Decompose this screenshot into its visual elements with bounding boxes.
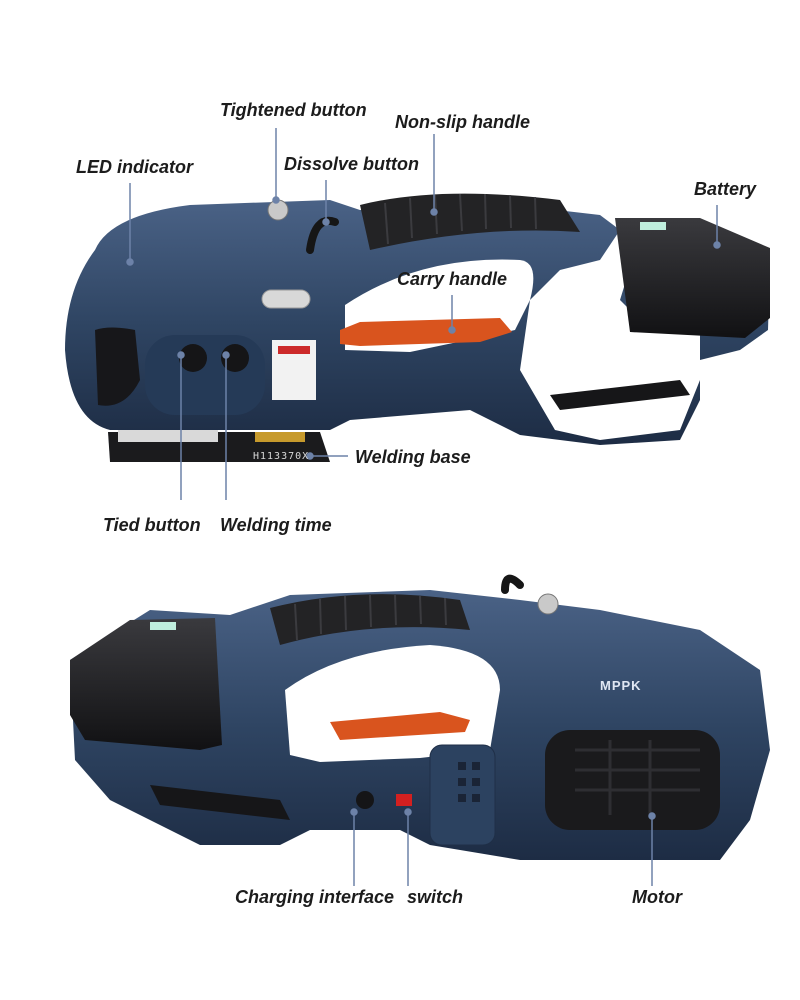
label-tied-button: Tied button <box>103 515 201 535</box>
top-product-view: H113370X Tightened button Non-slip handl… <box>65 100 770 535</box>
label-non-slip-handle: Non-slip handle <box>395 112 530 132</box>
strapping-tool-illustration-top <box>65 128 770 500</box>
callout-leaders <box>126 128 721 500</box>
callout-leaders-bottom <box>350 808 656 886</box>
carry-handle-lever-rear <box>330 712 470 740</box>
label-welding-base: Welding base <box>355 447 471 467</box>
bottom-product-view: MPPK Charging interface switch Motor <box>0 500 800 1000</box>
welding-teeth <box>255 432 305 442</box>
label-motor: Motor <box>632 887 682 907</box>
non-slip-grip <box>360 193 580 250</box>
tightened-button-rear[interactable] <box>537 593 559 615</box>
dissolve-lever-rear[interactable] <box>501 574 524 594</box>
label-tightened-button: Tightened button <box>220 100 367 120</box>
vent-grip-left <box>95 327 140 406</box>
tied-button[interactable] <box>179 344 207 372</box>
grip-ribs <box>384 193 537 245</box>
brand-logo: MPPK <box>600 678 642 693</box>
led-window <box>261 289 311 309</box>
front-vent <box>150 785 290 820</box>
label-dissolve-button: Dissolve button <box>284 154 420 174</box>
motor-vents <box>458 762 480 802</box>
motor-cover <box>545 730 720 830</box>
welding-time-knob[interactable] <box>221 344 249 372</box>
strapping-tool-illustration-bottom <box>70 574 770 886</box>
battery-level-window <box>640 222 666 230</box>
model-stamp: H113370X <box>253 451 310 462</box>
label-led-indicator: LED indicator <box>76 157 194 177</box>
grip-ribs-rear <box>294 594 447 641</box>
battery-level-window-rear <box>150 622 176 630</box>
charging-port[interactable] <box>356 791 374 809</box>
motor-cover-ribs <box>575 740 700 815</box>
battery-pack <box>615 218 770 338</box>
warning-sticker-header <box>278 346 310 354</box>
power-switch[interactable] <box>396 794 412 806</box>
control-panel <box>145 335 265 415</box>
strap-guide <box>118 428 218 442</box>
label-welding-time: Welding time <box>220 515 332 535</box>
rear-vent <box>550 380 690 410</box>
label-switch: switch <box>407 887 464 907</box>
label-charging-interface: Charging interface <box>235 887 395 907</box>
carry-handle-lever <box>340 318 512 346</box>
label-battery: Battery <box>694 179 757 199</box>
dissolve-lever[interactable] <box>306 216 339 254</box>
label-carry-handle: Carry handle <box>397 269 508 289</box>
battery-pack-rear <box>70 618 222 750</box>
